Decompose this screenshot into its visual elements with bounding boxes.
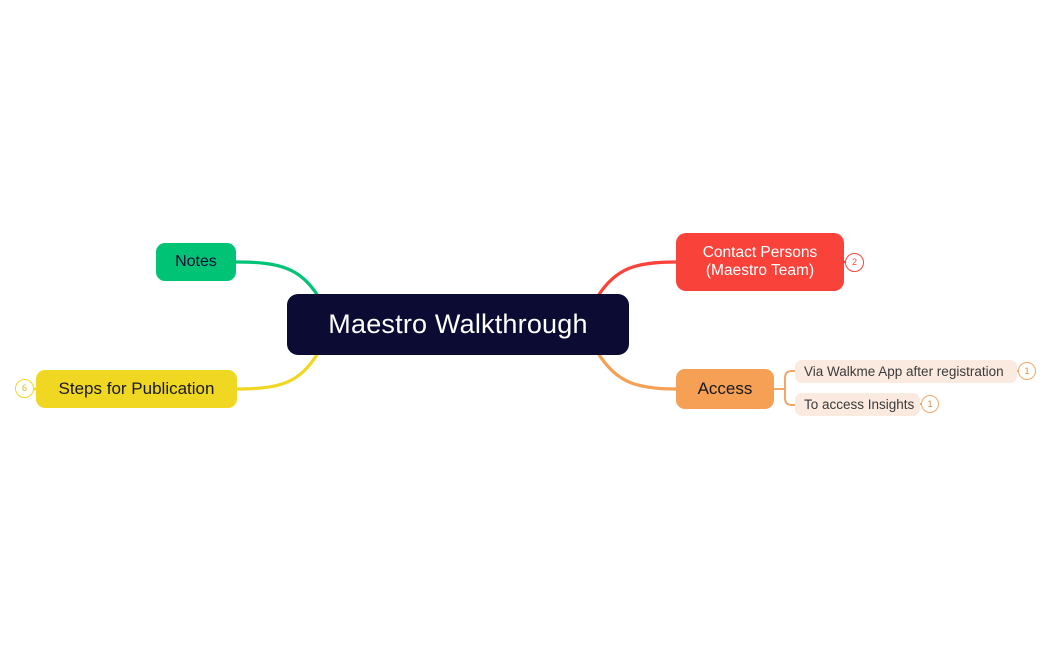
connector-notes bbox=[234, 260, 320, 298]
connector-contact bbox=[596, 260, 678, 298]
root-node[interactable]: Maestro Walkthrough bbox=[287, 294, 629, 355]
badge-to-access-insights-count: 1 bbox=[927, 398, 933, 409]
child-node-via-walkme-app-label: Via Walkme App after registration bbox=[804, 363, 1004, 379]
branch-node-contact-persons-label: Contact Persons (Maestro Team) bbox=[702, 243, 818, 279]
branch-node-steps-for-publication-label: Steps for Publication bbox=[58, 378, 215, 398]
connector-access-branch-top bbox=[784, 370, 796, 390]
badge-via-walkme-app-count: 1 bbox=[1024, 365, 1030, 376]
badge-steps-for-publication[interactable]: 6 bbox=[15, 379, 34, 398]
badge-contact-persons-count: 2 bbox=[851, 257, 857, 267]
branch-node-access[interactable]: Access bbox=[676, 369, 774, 409]
branch-node-contact-persons[interactable]: Contact Persons (Maestro Team) bbox=[676, 233, 844, 291]
root-node-label: Maestro Walkthrough bbox=[328, 308, 588, 339]
branch-node-notes[interactable]: Notes bbox=[156, 243, 236, 281]
branch-node-access-label: Access bbox=[697, 378, 753, 398]
connector-steps bbox=[235, 351, 320, 391]
branch-node-notes-label: Notes bbox=[175, 252, 217, 270]
badge-contact-persons[interactable]: 2 bbox=[845, 253, 864, 272]
child-node-to-access-insights-label: To access Insights bbox=[804, 396, 915, 412]
child-node-via-walkme-app[interactable]: Via Walkme App after registration bbox=[795, 360, 1017, 383]
child-node-to-access-insights[interactable]: To access Insights bbox=[795, 393, 920, 416]
connector-access bbox=[596, 351, 678, 391]
connector-access-branch-bottom bbox=[784, 388, 796, 406]
badge-to-access-insights[interactable]: 1 bbox=[921, 395, 939, 413]
badge-via-walkme-app[interactable]: 1 bbox=[1018, 362, 1036, 380]
branch-node-steps-for-publication[interactable]: Steps for Publication bbox=[36, 370, 237, 408]
badge-steps-for-publication-count: 6 bbox=[21, 383, 27, 393]
